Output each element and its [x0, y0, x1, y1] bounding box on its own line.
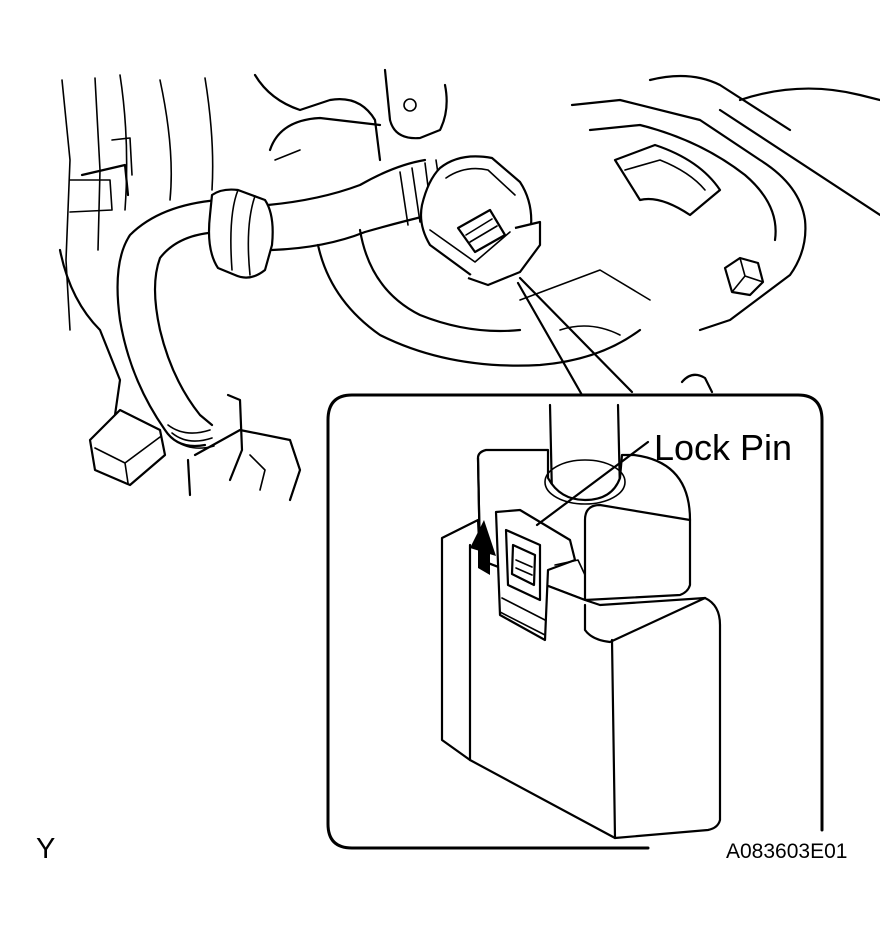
hex-bolt-icon — [723, 256, 765, 297]
small-connector — [419, 155, 542, 287]
figure-code: A083603E01 — [726, 840, 847, 863]
engine-structure — [58, 68, 880, 502]
lock-pin-label: Lock Pin — [654, 427, 792, 468]
wire-harness — [116, 158, 445, 449]
view-letter: Y — [36, 833, 55, 865]
large-connector — [440, 448, 722, 840]
detail-box: Lock Pin — [326, 393, 824, 850]
lock-pin-leader — [535, 440, 650, 527]
callout-leader — [516, 276, 634, 397]
up-arrow-icon — [470, 520, 496, 575]
